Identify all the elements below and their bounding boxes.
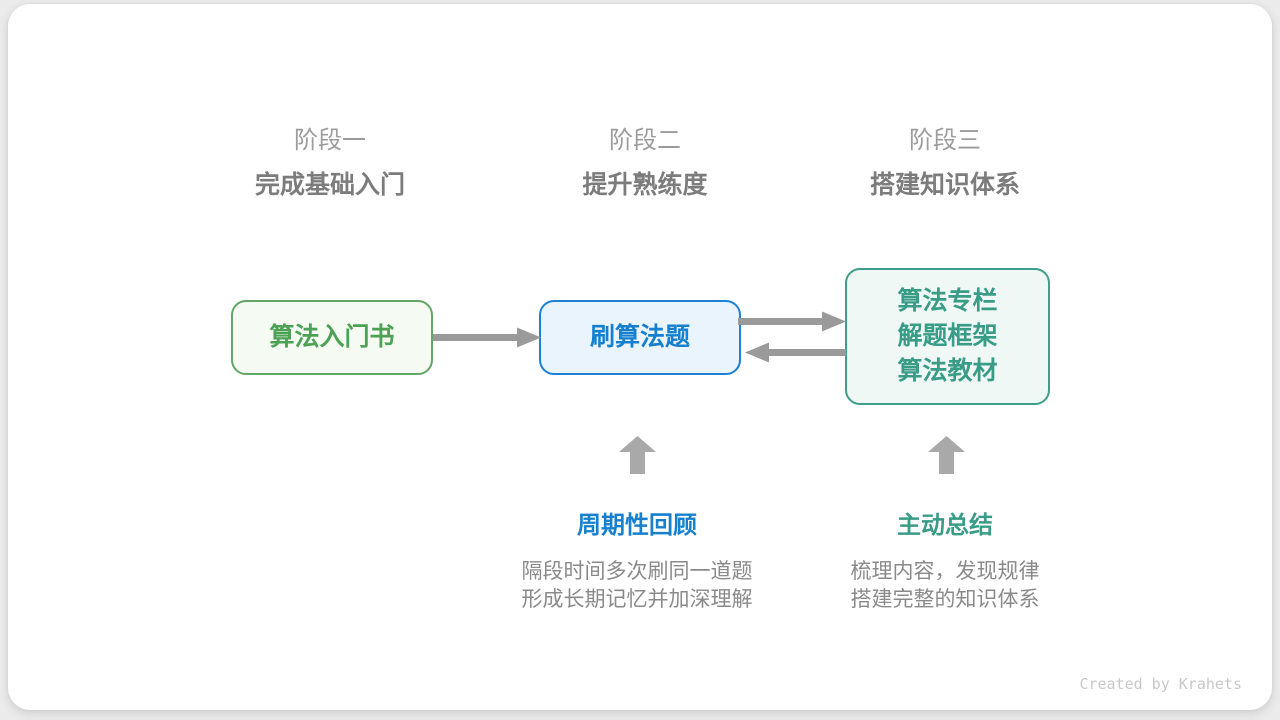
stage-header-2: 阶段二 提升熟练度 bbox=[485, 128, 805, 200]
stage-2-subtitle: 提升熟练度 bbox=[582, 171, 708, 199]
annotation-periodic-review-title: 周期性回顾 bbox=[577, 512, 697, 539]
stage-1-label: 阶段一 bbox=[294, 127, 366, 154]
stage-header-3: 阶段三 搭建知识体系 bbox=[785, 128, 1105, 200]
stage-header-1: 阶段一 完成基础入门 bbox=[170, 128, 490, 200]
node-knowledge-sources-label-3: 算法教材 bbox=[897, 357, 998, 385]
diagram-card: 阶段一 完成基础入门 阶段二 提升熟练度 阶段三 搭建知识体系 算法入门书 刷算… bbox=[8, 4, 1272, 710]
annotation-active-summary-desc: 梳理内容，发现规律 搭建完整的知识体系 bbox=[765, 558, 1125, 614]
credit-text: Created by Krahets bbox=[1079, 675, 1242, 693]
node-beginner-book: 算法入门书 bbox=[231, 300, 433, 375]
stage-1-subtitle: 完成基础入门 bbox=[254, 171, 405, 199]
node-knowledge-sources-label-1: 算法专栏 bbox=[897, 287, 998, 315]
annotation-desc-line: 梳理内容，发现规律 bbox=[850, 560, 1040, 583]
annotation-desc-line: 搭建完整的知识体系 bbox=[850, 588, 1040, 611]
annotation-active-summary-title: 主动总结 bbox=[897, 512, 993, 539]
arrow-right-icon bbox=[738, 311, 846, 332]
block-arrow-up-icon bbox=[928, 436, 965, 474]
node-practice-problems-label: 刷算法题 bbox=[589, 323, 690, 351]
annotation-periodic-review: 周期性回顾 隔段时间多次刷同一道题 形成长期记忆并加深理解 bbox=[457, 511, 817, 614]
annotation-active-summary: 主动总结 梳理内容，发现规律 搭建完整的知识体系 bbox=[765, 511, 1125, 614]
annotation-periodic-review-desc: 隔段时间多次刷同一道题 形成长期记忆并加深理解 bbox=[457, 558, 817, 614]
node-practice-problems: 刷算法题 bbox=[539, 300, 741, 375]
node-knowledge-sources: 算法专栏 解题框架 算法教材 bbox=[845, 268, 1050, 405]
node-beginner-book-label: 算法入门书 bbox=[269, 323, 395, 351]
stage-3-subtitle: 搭建知识体系 bbox=[869, 171, 1020, 199]
arrow-left-icon bbox=[745, 342, 846, 363]
annotation-desc-line: 隔段时间多次刷同一道题 bbox=[521, 560, 753, 583]
arrow-right-icon bbox=[433, 327, 541, 348]
stage-3-label: 阶段三 bbox=[909, 127, 981, 154]
node-knowledge-sources-label-2: 解题框架 bbox=[897, 322, 998, 350]
stage-2-label: 阶段二 bbox=[609, 127, 681, 154]
block-arrow-up-icon bbox=[619, 436, 656, 474]
annotation-desc-line: 形成长期记忆并加深理解 bbox=[521, 588, 753, 611]
